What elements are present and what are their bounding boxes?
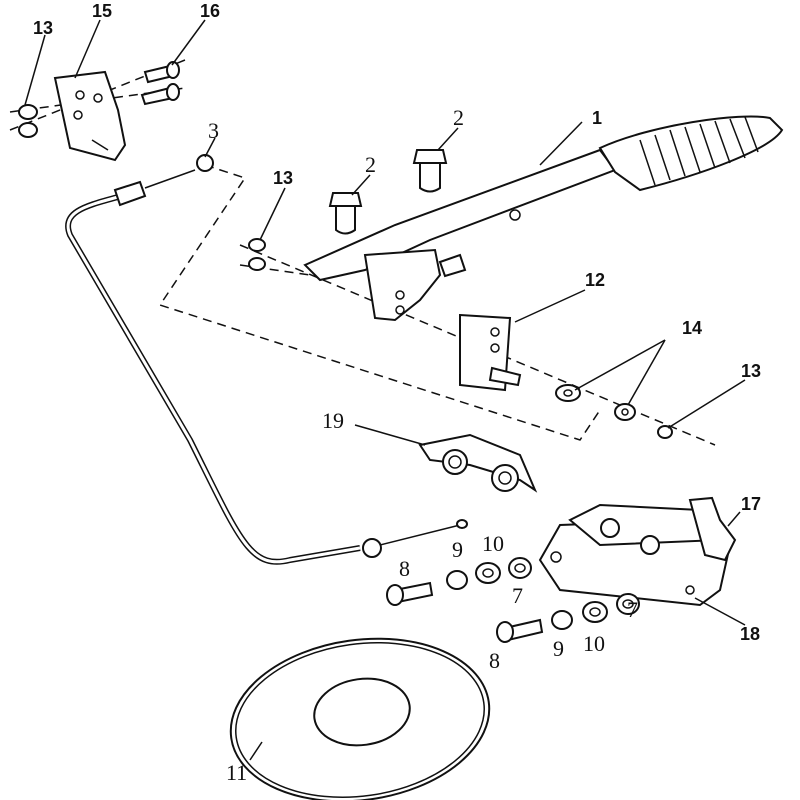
- leader-lines: [24, 19, 746, 761]
- fastener-set-lower: [496, 593, 640, 643]
- callout-14: 14: [682, 318, 702, 338]
- part-17-arm: [688, 496, 737, 562]
- part-16-bolts: [140, 61, 180, 106]
- callout-2: 2: [453, 105, 464, 130]
- part-3-cable: [65, 154, 468, 565]
- callout-11: 11: [226, 760, 247, 785]
- callout-8: 8: [399, 556, 410, 581]
- callout-13: 13: [33, 18, 53, 38]
- callout-7: 7: [512, 583, 523, 608]
- callout-7: 7: [627, 597, 638, 622]
- callout-17: 17: [741, 494, 761, 514]
- callout-18: 18: [740, 624, 760, 644]
- callout-13: 13: [741, 361, 761, 381]
- part-19-spring: [418, 433, 538, 493]
- callout-10: 10: [583, 631, 605, 656]
- callout-15: 15: [92, 1, 112, 21]
- callout-3: 3: [208, 118, 219, 143]
- callout-16: 16: [200, 1, 220, 21]
- callout-10: 10: [482, 531, 504, 556]
- part-1-lever: [303, 115, 784, 322]
- callout-1: 1: [592, 108, 602, 128]
- callout-2: 2: [365, 152, 376, 177]
- part-12-bracket: [459, 313, 522, 392]
- part-18-caliper: [538, 496, 737, 607]
- callout-8: 8: [489, 648, 500, 673]
- part-13-nuts-middle: [248, 238, 266, 271]
- part-15-bracket: [53, 70, 127, 162]
- callout-13: 13: [273, 168, 293, 188]
- fastener-set-upper: [386, 557, 532, 606]
- callout-9: 9: [452, 537, 463, 562]
- callout-12: 12: [585, 270, 605, 290]
- part-11-disc: [229, 637, 491, 800]
- callout-9: 9: [553, 636, 564, 661]
- part-14-washers: [555, 384, 636, 421]
- part-13-nuts-top: [18, 104, 38, 138]
- part-13-nut-right: [657, 425, 673, 439]
- callout-19: 19: [322, 408, 344, 433]
- callouts: 13 15 16 3 2 2 1 13 12 14 13 19 17 10 9 …: [33, 1, 761, 785]
- part-2-bolts: [328, 149, 448, 235]
